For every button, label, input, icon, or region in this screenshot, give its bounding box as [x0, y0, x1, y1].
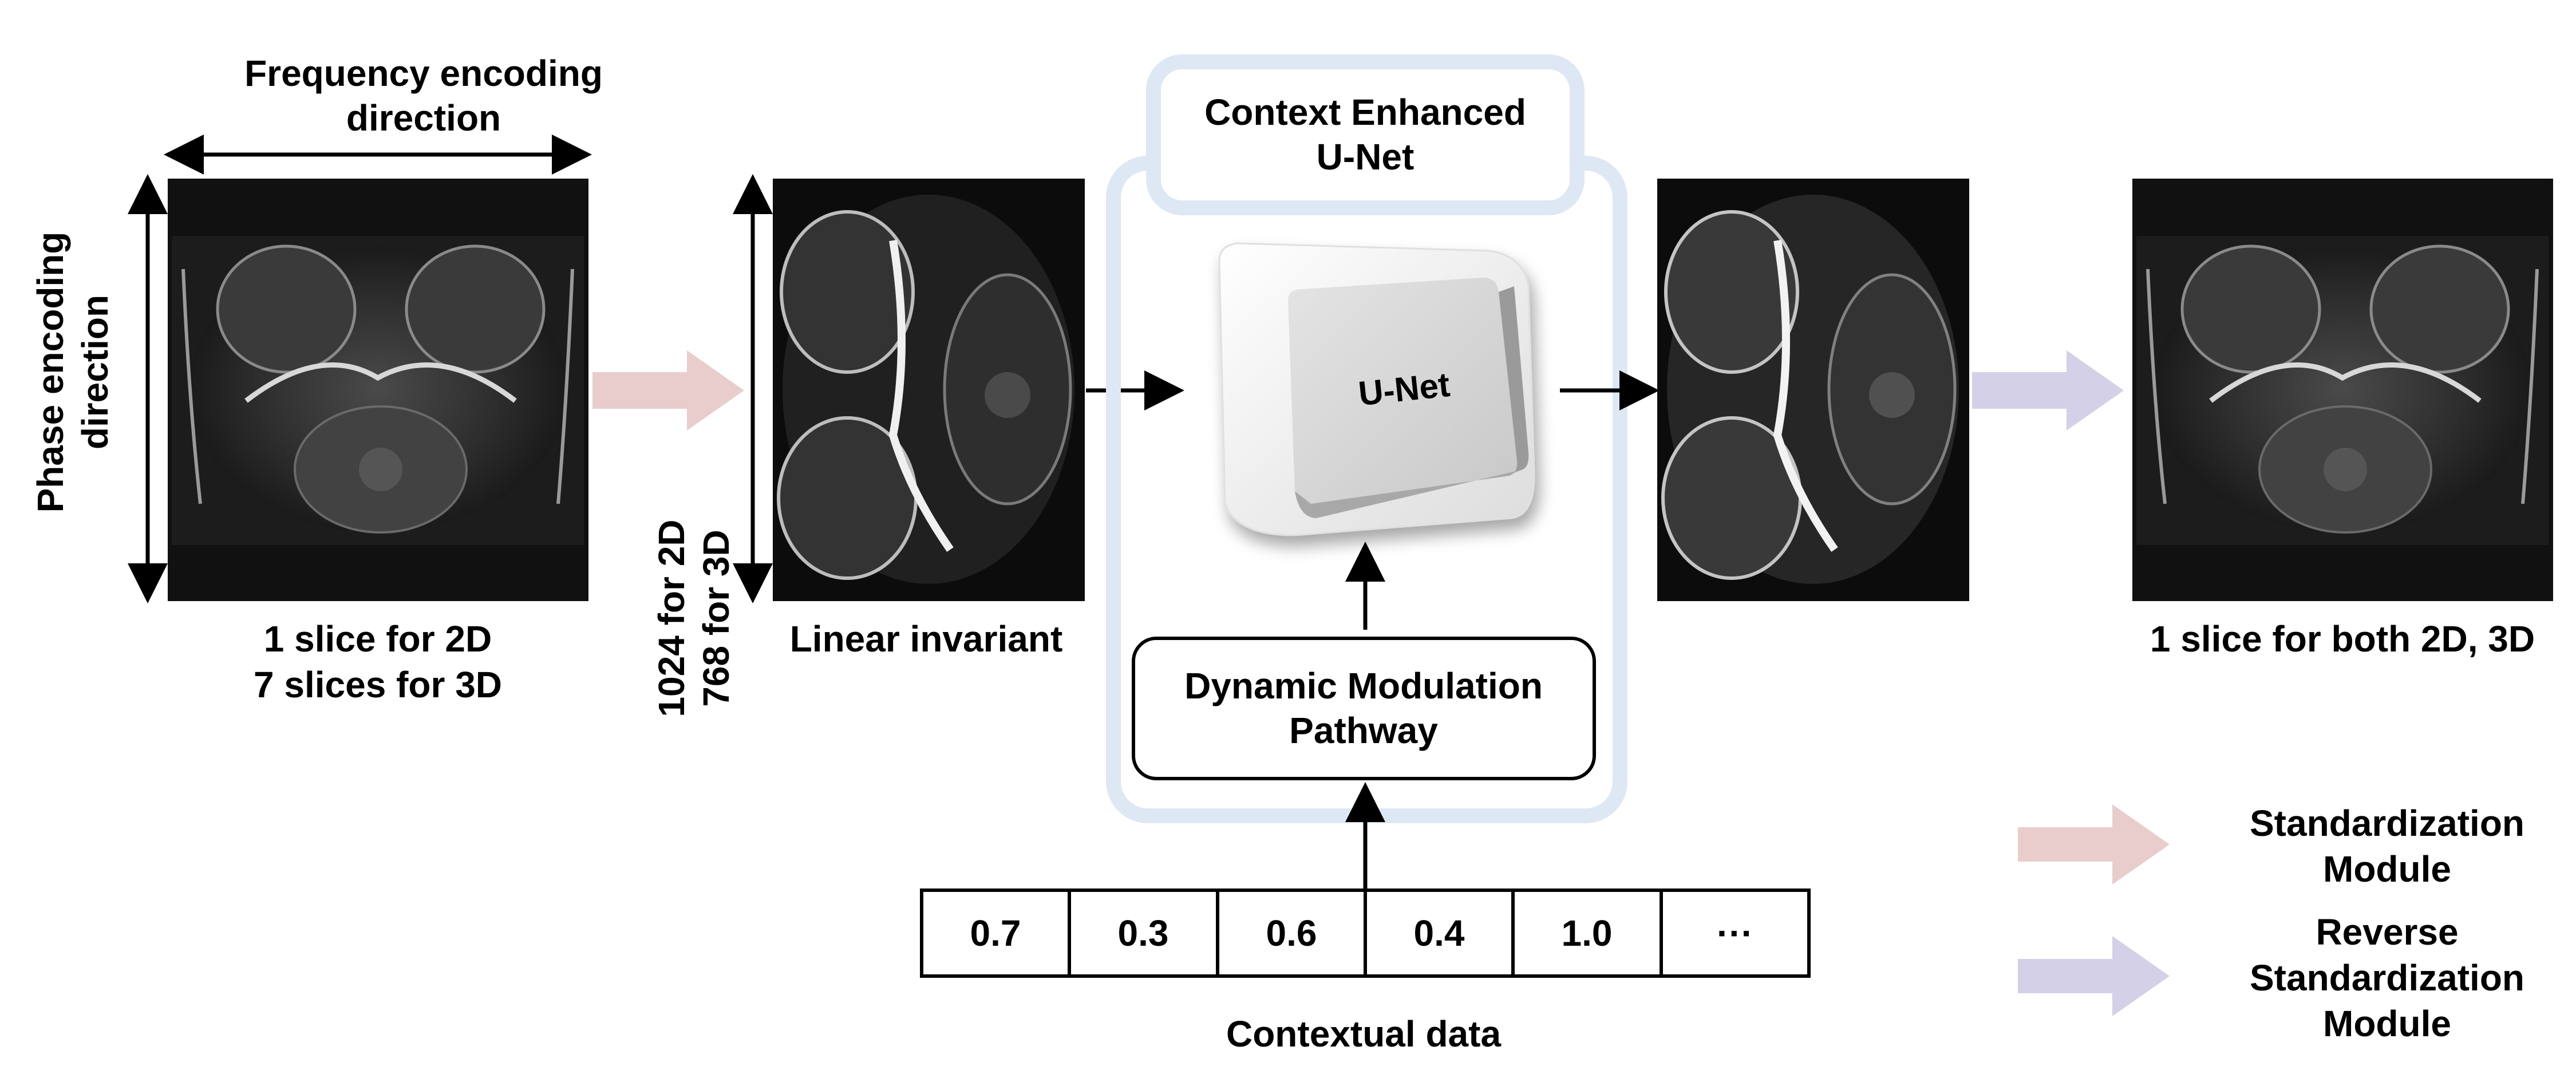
context-value-cell: 0.7 — [970, 913, 1021, 954]
contextual-data-caption: Contextual data — [1226, 1013, 1501, 1055]
legend-standardization-line1: Standardization — [2250, 803, 2524, 844]
legend-reverse-line1: Reverse — [2316, 911, 2458, 953]
size-label-line2: 768 for 3D — [696, 530, 737, 706]
dmp-label-line2: Pathway — [1289, 710, 1438, 751]
legend-standardization-swatch — [2018, 804, 2170, 884]
context-enhanced-title-line1: Context Enhanced — [1204, 92, 1526, 133]
context-value-cell: 0.4 — [1414, 913, 1465, 954]
context-enhanced-title-line2: U-Net — [1317, 136, 1415, 177]
input-caption-line1: 1 slice for 2D — [264, 618, 492, 660]
standardization-arrow — [592, 350, 744, 431]
output-mri-slice — [2132, 179, 2553, 601]
standardized-mri-slice — [773, 179, 1085, 601]
unet-label: U-Net — [1357, 365, 1452, 413]
input-mri-slice — [168, 179, 588, 601]
phase-encoding-label: Phase encoding direction — [30, 232, 116, 513]
legend-reverse-swatch — [2018, 936, 2170, 1016]
legend-standardization-line2: Module — [2323, 848, 2451, 890]
reverse-standardization-arrow — [1972, 350, 2124, 431]
phase-encoding-label-line2: direction — [74, 295, 116, 449]
context-value-cell: 1.0 — [1562, 913, 1613, 954]
standardized-caption: Linear invariant — [790, 618, 1063, 660]
dmp-label-line1: Dynamic Modulation — [1184, 665, 1543, 706]
contextual-data-table: 0.7 0.3 0.6 0.4 1.0 ··· — [920, 888, 1811, 978]
legend: Standardization Module Reverse Standardi… — [2018, 803, 2524, 1044]
unet-output-mri-slice — [1657, 179, 1969, 601]
legend-reverse-line2: Standardization — [2250, 957, 2524, 998]
freq-encoding-label-line2: direction — [346, 97, 501, 139]
phase-encoding-label-line1: Phase encoding — [30, 232, 71, 513]
unet-block — [1218, 242, 1535, 536]
input-caption-line2: 7 slices for 3D — [254, 664, 502, 705]
size-label: 1024 for 2D 768 for 3D — [651, 519, 737, 717]
context-value-cell: 0.3 — [1118, 913, 1169, 954]
context-value-cell: 0.6 — [1266, 913, 1317, 954]
freq-encoding-label-line1: Frequency encoding — [244, 53, 603, 94]
context-value-cell: ··· — [1717, 913, 1753, 954]
context-enhanced-title-box — [1146, 54, 1585, 215]
dynamic-modulation-pathway-box — [1132, 637, 1596, 780]
legend-reverse-line3: Module — [2323, 1003, 2451, 1044]
size-label-line1: 1024 for 2D — [651, 519, 692, 717]
output-caption: 1 slice for both 2D, 3D — [2150, 618, 2535, 660]
